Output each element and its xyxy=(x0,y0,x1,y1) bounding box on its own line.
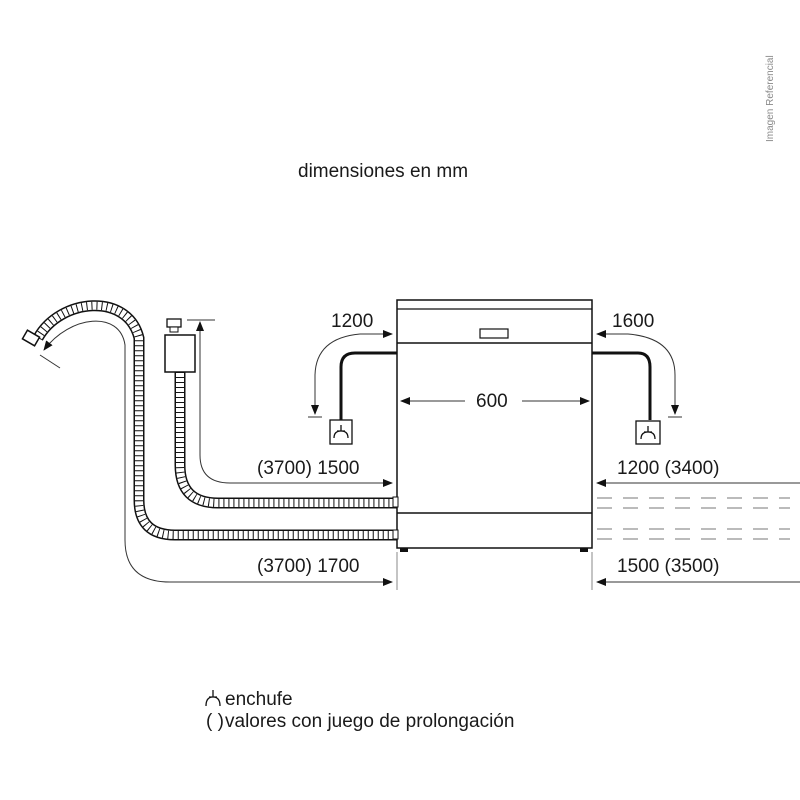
legend-paren-label: valores con juego de prolongación xyxy=(225,711,515,732)
foot xyxy=(400,548,408,552)
extension-dashed-lines xyxy=(597,497,790,540)
drain-hose-coupling xyxy=(21,329,41,347)
power-cable-left xyxy=(339,351,397,420)
power-cable-right xyxy=(592,351,652,420)
foot xyxy=(580,548,588,552)
diagram-title: dimensiones en mm xyxy=(298,161,469,182)
inlet-length-line xyxy=(196,321,231,484)
aquastop-valve xyxy=(164,334,196,373)
legend-paren-symbol: ( ) xyxy=(206,711,224,732)
dishwasher xyxy=(392,299,593,552)
dim-inlet-left: (3700) 1500 xyxy=(257,458,360,479)
drain-hose xyxy=(21,300,397,541)
inlet-hose xyxy=(164,318,397,509)
dim-inlet-right: 1200 (3400) xyxy=(617,458,720,479)
inlet-hose-connector xyxy=(166,318,182,328)
plug-icon-right xyxy=(635,420,661,445)
legend-plug-label: enchufe xyxy=(225,689,293,710)
drain-length-line xyxy=(43,320,171,583)
dim-power-cable-left: 1200 xyxy=(331,311,374,332)
dim-drain-right: 1500 (3500) xyxy=(617,556,720,577)
plug-symbol-icon xyxy=(205,690,221,707)
dim-drain-left: (3700) 1700 xyxy=(257,556,360,577)
dim-width: 600 xyxy=(476,391,508,412)
plug-icon-left xyxy=(329,419,353,445)
dim-power-cable-right: 1600 xyxy=(612,311,655,332)
dishwasher-handle xyxy=(479,328,509,339)
